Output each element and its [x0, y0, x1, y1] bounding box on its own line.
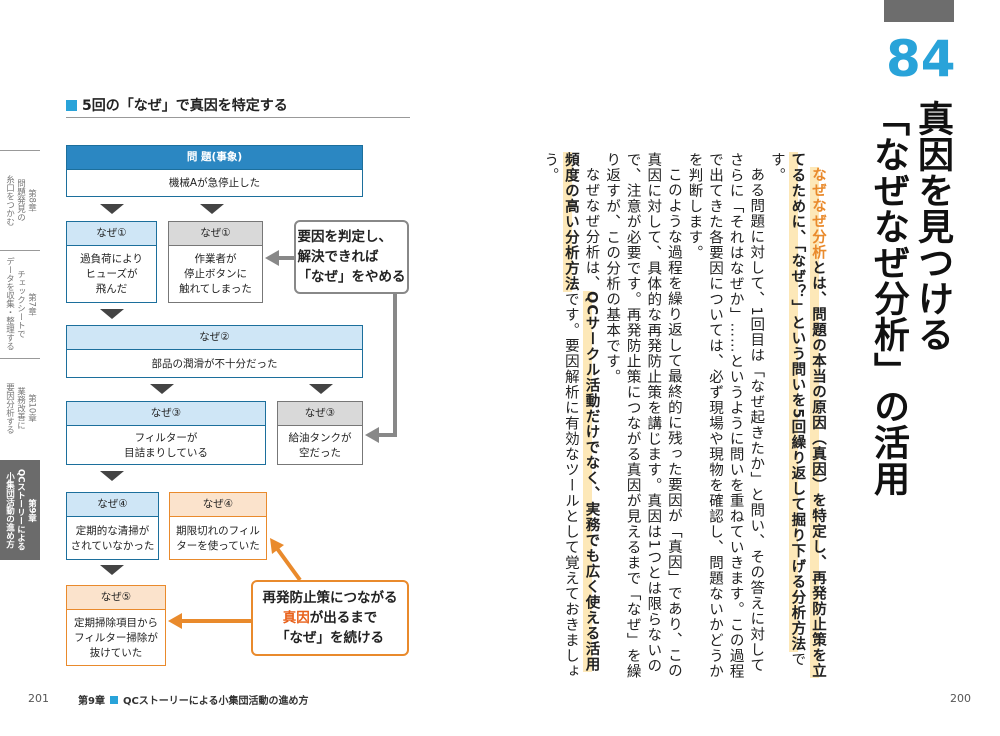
down-arrow-icon — [100, 565, 124, 575]
figure-title: 5回の「なぜ」で真因を特定する — [66, 95, 288, 115]
callout-line-3: 「なぜ」を続ける — [276, 630, 384, 646]
callout-line-2-rest: が出るまで — [309, 610, 378, 626]
paragraph-1: なぜなぜ分析とは、問題の本当の原因（真因）を特定し、再発防止策を立てるために、「… — [766, 152, 828, 682]
tab-divider — [0, 250, 40, 251]
why5-header: なぜ⑤ — [67, 586, 165, 610]
gray-arrowhead-icon — [265, 250, 279, 266]
why3-box-b: なぜ③ 給油タンクが 空だった — [277, 401, 363, 465]
down-arrow-icon — [100, 309, 124, 319]
why4a-header: なぜ④ — [67, 493, 158, 517]
running-title: QCストーリーによる小集団活動の進め方 — [122, 696, 309, 707]
why5-box: なぜ⑤ 定期掃除項目から フィルター掃除が 抜けていた — [66, 585, 166, 666]
callout-keyword: 真因 — [282, 610, 310, 626]
why1-box-b: なぜ① 作業者が 停止ボタンに 触れてしまった — [168, 221, 263, 303]
why3-box-a: なぜ③ フィルターが 目詰まりしている — [66, 401, 266, 465]
gray-connector-line — [375, 294, 397, 437]
why1a-text: 過負荷により ヒューズが 飛んだ — [80, 253, 143, 295]
problem-box: 問 題(事象) 機械Aが急停止した — [66, 145, 363, 197]
figure-title-text: 5回の「なぜ」で真因を特定する — [82, 98, 288, 114]
body-text: なぜなぜ分析とは、問題の本当の原因（真因）を特定し、再発防止策を立てるために、「… — [540, 152, 828, 682]
why2-box: なぜ② 部品の潤滑が不十分だった — [66, 325, 363, 378]
why3a-text: フィルターが 目詰まりしている — [124, 431, 208, 459]
why3b-text: 給油タンクが 空だった — [288, 431, 352, 459]
bullet-square-icon — [66, 100, 77, 111]
callout-continue-why: 再発防止策につながる 真因が出るまで 「なぜ」を続ける — [251, 580, 409, 656]
section-top-bar — [884, 0, 954, 22]
why4a-text: 定期的な清掃が されていなかった — [70, 524, 155, 552]
problem-text: 機械Aが急停止した — [168, 177, 261, 189]
orange-arrowhead-icon — [168, 613, 182, 629]
why2-header: なぜ② — [67, 326, 362, 350]
figure-title-rule — [66, 117, 410, 118]
why1a-header: なぜ① — [67, 222, 156, 246]
down-arrow-icon — [150, 384, 174, 394]
paragraph-4: なぜなぜ分析は、QCサークル活動だけでなく、実務でも広く使える活用頻度の高い分析… — [540, 152, 602, 682]
running-chapter: 第9章 — [78, 696, 105, 707]
tab-divider — [0, 150, 40, 151]
why4-box-b: なぜ④ 期限切れのフィル ターを使っていた — [169, 492, 267, 560]
callout-stop-why: 要因を判定し、 解決できれば 「なぜ」をやめる — [294, 220, 409, 294]
why5-text: 定期掃除項目から フィルター掃除が 抜けていた — [74, 616, 158, 659]
chapter-tab-9-active[interactable]: 第9章 QCストーリーによる 小集団活動の進め方 — [0, 460, 40, 560]
chapter-tab-7[interactable]: 第7章 チェックシートで データを収集・整理する — [4, 257, 37, 351]
paragraph-3: このような過程を繰り返して最終的に残った要因が「真因」であり、この真因に対して、… — [604, 152, 682, 679]
chapter-tab-8[interactable]: 第8章 問題発見の 糸口をつかむ — [4, 174, 37, 226]
why2-text: 部品の潤滑が不十分だった — [151, 357, 278, 370]
callout-line-2: 真因が出るまで — [283, 608, 378, 628]
why1b-header: なぜ① — [169, 222, 262, 246]
problem-header: 問 題(事象) — [67, 146, 362, 170]
right-page-number: 200 — [950, 692, 971, 705]
down-arrow-icon — [100, 204, 124, 214]
callout-line-1: 再発防止策につながる — [262, 590, 398, 606]
why3a-header: なぜ③ — [67, 402, 265, 426]
down-arrow-icon — [100, 471, 124, 481]
down-arrow-icon — [309, 384, 333, 394]
paragraph-2: ある問題に対して、1回目は「なぜ起きたか」と問い、その答えに対してさらに「それは… — [686, 152, 765, 679]
why3b-header: なぜ③ — [278, 402, 362, 426]
orange-connector-line — [274, 545, 302, 582]
section-title-line2: 「なぜなぜ分析」の活用 — [868, 100, 909, 496]
bullet-square-icon — [109, 696, 118, 704]
orange-arrowhead-icon — [270, 538, 284, 554]
why1b-text: 作業者が 停止ボタンに 触れてしまった — [179, 253, 252, 295]
section-number: 84 — [886, 30, 956, 88]
why4-box-a: なぜ④ 定期的な清掃が されていなかった — [66, 492, 159, 560]
paragraph-4-start: なぜなぜ分析は、 — [583, 166, 600, 291]
why4b-header: なぜ④ — [170, 493, 266, 517]
paragraph-4-end: です。要因解析に有効なツールとして覚えておきましょう。 — [542, 152, 579, 679]
running-header: 第9章 QCストーリーによる小集団活動の進め方 — [78, 692, 309, 707]
section-title-line1: 真因を見つける — [912, 100, 953, 352]
why1-box-a: なぜ① 過負荷により ヒューズが 飛んだ — [66, 221, 157, 303]
down-arrow-icon — [200, 204, 224, 214]
why4b-text: 期限切れのフィル ターを使っていた — [176, 524, 260, 552]
left-page-number: 201 — [28, 692, 49, 705]
paragraph-1-end: です。 — [768, 152, 806, 668]
tab-divider — [0, 358, 40, 359]
gray-arrowhead-icon — [365, 427, 379, 443]
chapter-tab-10[interactable]: 第10章 業務改善に 要因分析する — [4, 382, 37, 434]
keyword-naze-naze: なぜなぜ分析 — [810, 166, 826, 260]
